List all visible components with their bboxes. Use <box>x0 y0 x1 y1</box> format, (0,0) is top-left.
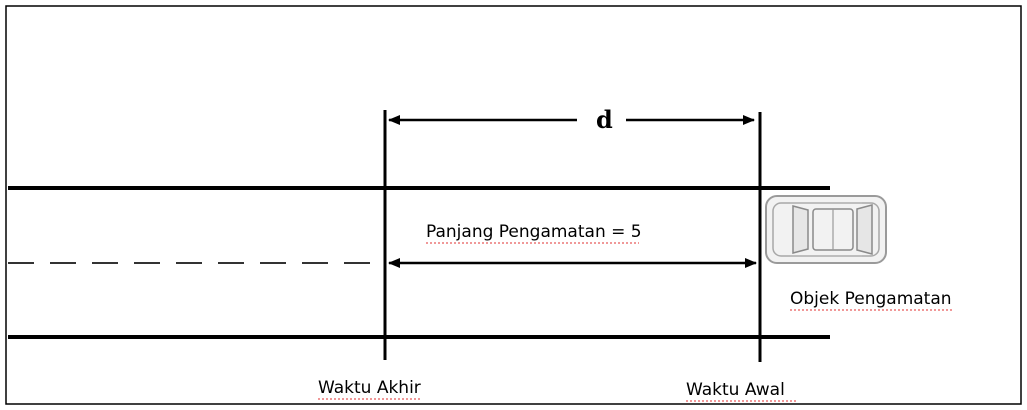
observed-object-label: Objek Pengamatan <box>790 289 952 309</box>
start-time-label: Waktu Awal <box>686 380 785 400</box>
distance-label: d <box>596 105 613 134</box>
end-time-label: Waktu Akhir <box>318 378 421 398</box>
car-icon <box>765 195 887 264</box>
observation-length-label: Panjang Pengamatan = 5 <box>426 222 642 242</box>
